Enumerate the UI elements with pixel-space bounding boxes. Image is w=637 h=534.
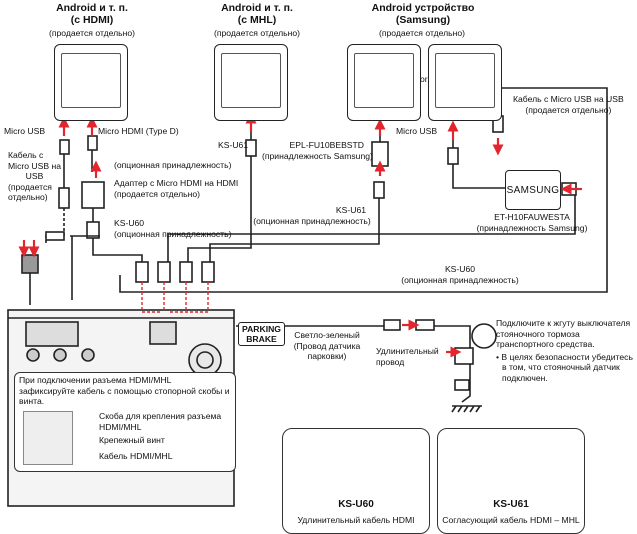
samsung-sub: (продается отдельно) <box>379 28 465 38</box>
samsung-title: Android устройство(Samsung) <box>371 2 475 26</box>
cable-card-ks-u61: KS-U61 Согласующий кабель HDMI – MHL <box>437 428 585 534</box>
ks-u60-left-label: KS-U60(опционная принадлежность) <box>114 218 232 239</box>
samsung-device-1 <box>347 44 421 121</box>
android-mhl-title: Android и т. п.(с MHL) <box>221 2 293 26</box>
cable-model: KS-U60 <box>338 499 374 510</box>
hdmi-bracket-illustration <box>23 411 73 465</box>
micro-hdmi-label: Micro HDMI (Type D) <box>98 126 179 136</box>
samsung-adapter: SAMSUNG <box>505 170 561 210</box>
cable-caption: Удлинительный кабель HDMI <box>297 515 415 525</box>
ks-u61-samsung-label: KS-U61(опционная принадлежность) <box>253 205 371 226</box>
or-label: or <box>420 74 428 84</box>
samsung-device-2 <box>428 44 502 121</box>
cable-model: KS-U61 <box>493 499 529 510</box>
android-mhl-device <box>214 44 288 121</box>
epl-label: EPL-FU10BEBSTD(принадлежность Samsung) <box>262 140 373 161</box>
et-label: ET-H10FAUWESTA(принадлежность Samsung) <box>476 212 588 233</box>
android-hdmi-device <box>54 44 128 121</box>
screw-label: Крепежный винт <box>99 435 165 445</box>
hdmi-cable-label: Кабель HDMI/MHL <box>99 451 173 461</box>
micro-usb-label: Micro USB <box>4 126 46 136</box>
android-hdmi-sub: (продается отдельно) <box>49 28 135 38</box>
android-hdmi-title: Android и т. п.(с HDMI) <box>56 2 128 26</box>
micro-usb-samsung-label: Micro USB <box>396 126 438 136</box>
cable-caption: Согласующий кабель HDMI – MHL <box>442 515 580 525</box>
ks-u60-right-label: KS-U60(опционная принадлежность) <box>401 264 519 285</box>
cable-samsung-label: Кабель с Micro USB на USB(продается отде… <box>513 94 624 115</box>
cable-card-ks-u60: KS-U60 Удлинительный кабель HDMI <box>282 428 430 534</box>
ks-u61-mhl-label: KS-U61(опционная принадлежность) <box>114 140 249 170</box>
android-mhl-sub: (продается отдельно) <box>214 28 300 38</box>
adapter-label: Адаптер с Micro HDMI на HDMI(продается о… <box>114 178 239 199</box>
